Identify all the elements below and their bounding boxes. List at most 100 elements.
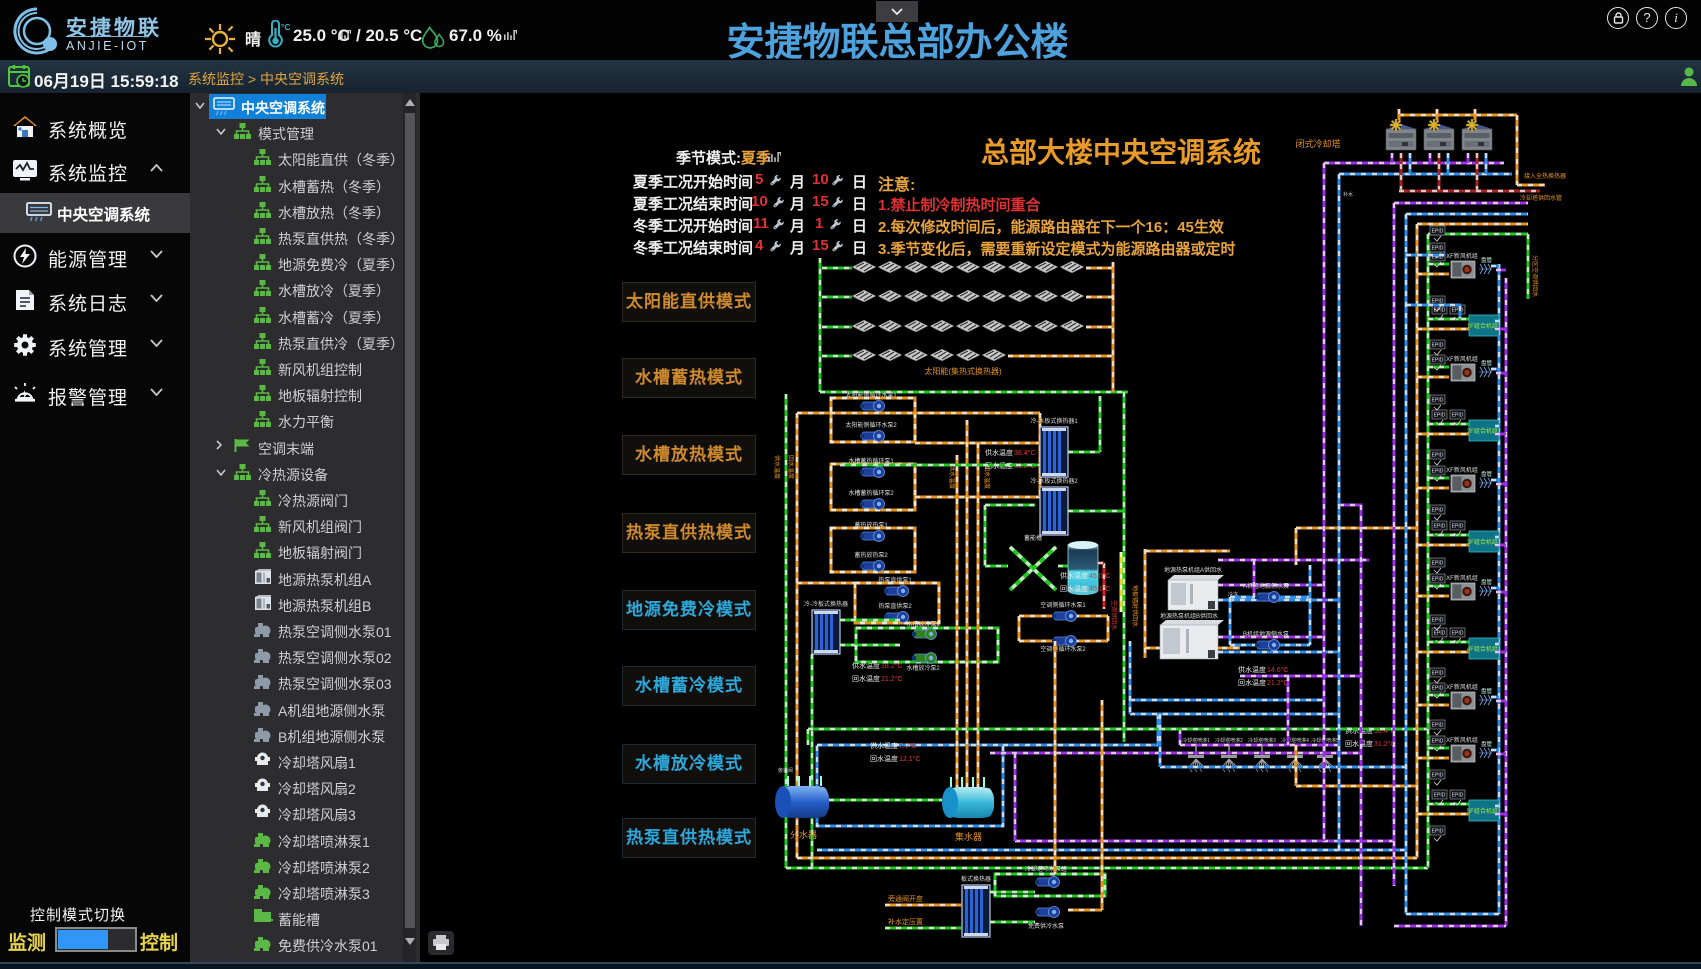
svg-text:12.1°C: 12.1°C <box>899 755 920 763</box>
svg-text:回水温度: 回水温度 <box>787 455 795 479</box>
svg-text:31.2°C: 31.2°C <box>1374 740 1395 748</box>
svg-text:供水温度: 供水温度 <box>870 741 898 750</box>
svg-text:A机组地源侧水泵: A机组地源侧水泵 <box>1243 582 1289 590</box>
svg-text:EPID: EPID <box>1432 398 1444 404</box>
svg-text:EPID: EPID <box>1432 671 1444 677</box>
svg-text:21.2°C: 21.2°C <box>881 675 902 683</box>
svg-text:B机组地源侧水泵: B机组地源侧水泵 <box>1243 630 1289 638</box>
svg-text:EPID: EPID <box>1452 413 1464 419</box>
svg-text:分区空调供回水: 分区空调供回水 <box>1531 255 1539 297</box>
svg-text:蓄热放热泵1: 蓄热放热泵1 <box>854 521 888 529</box>
svg-text:EPID: EPID <box>1432 739 1444 745</box>
svg-text:36.4°C: 36.4°C <box>1374 727 1395 735</box>
svg-text:XF新风机组: XF新风机组 <box>1446 252 1478 260</box>
svg-text:21.2°C: 21.2°C <box>1267 679 1288 687</box>
svg-text:EPID: EPID <box>1452 631 1464 637</box>
svg-text:接入全热换热器: 接入全热换热器 <box>1524 172 1566 180</box>
svg-text:蓄热放热泵2: 蓄热放热泵2 <box>854 551 888 559</box>
svg-text:EPID: EPID <box>1432 469 1444 475</box>
svg-text:°C: °C <box>281 22 290 32</box>
svg-text:冷-水板式换热器1: 冷-水板式换热器1 <box>1030 417 1078 425</box>
svg-text:水槽放冷泵2: 水槽放冷泵2 <box>906 664 940 672</box>
svg-text:EPID: EPID <box>1432 453 1444 459</box>
svg-text:回水温度: 回水温度 <box>1060 584 1088 593</box>
svg-text:EPID: EPID <box>1452 524 1464 530</box>
svg-text:EPID: EPID <box>1432 723 1444 729</box>
svg-text:EPID: EPID <box>1434 413 1446 419</box>
svg-text:旁通阀开度: 旁通阀开度 <box>888 894 923 903</box>
svg-text:EPID: EPID <box>1452 793 1464 799</box>
svg-text:14.6°C: 14.6°C <box>1267 666 1288 674</box>
svg-text:EPID: EPID <box>1432 508 1444 514</box>
svg-text:旁通阀: 旁通阀 <box>778 767 793 774</box>
svg-text:5F组合机组1: 5F组合机组1 <box>1467 807 1502 815</box>
svg-text:闭式冷却塔: 闭式冷却塔 <box>1295 138 1340 149</box>
svg-text:盘管: 盘管 <box>1481 687 1493 695</box>
svg-text:EPID: EPID <box>1452 308 1464 314</box>
svg-text:45.0°C: 45.0°C <box>1089 572 1110 580</box>
svg-text:EPID: EPID <box>1432 829 1444 835</box>
svg-text:40.1°C: 40.1°C <box>1089 585 1110 593</box>
svg-text:水槽蓄热循环泵2: 水槽蓄热循环泵2 <box>848 489 894 497</box>
svg-text:供水温度: 供水温度 <box>985 448 1013 457</box>
svg-text:供水温度: 供水温度 <box>1060 571 1088 580</box>
svg-text:回水温度: 回水温度 <box>852 674 880 683</box>
svg-text:XF新风机组: XF新风机组 <box>1446 355 1478 363</box>
svg-text:热泵直供泵2: 热泵直供泵2 <box>878 602 912 610</box>
svg-text:空调侧循环水泵2: 空调侧循环水泵2 <box>1040 645 1086 653</box>
svg-text:EPID: EPID <box>1432 618 1444 624</box>
svg-text:地源热泵机组B供回水: 地源热泵机组B供回水 <box>1160 612 1218 620</box>
svg-text:EPID: EPID <box>1432 773 1444 779</box>
svg-text:回水温度: 回水温度 <box>1345 739 1373 748</box>
svg-text:盘管: 盘管 <box>1481 578 1493 586</box>
svg-text:冷却塔喷淋1: 冷却塔喷淋1 <box>1182 737 1210 744</box>
svg-text:2F组合机组1: 2F组合机组1 <box>1467 427 1502 435</box>
svg-text:板式换热器: 板式换热器 <box>961 875 991 883</box>
svg-text:4F组合机组1: 4F组合机组1 <box>1467 645 1502 653</box>
svg-text:EPID: EPID <box>1432 299 1444 305</box>
svg-text:3F组合机组1: 3F组合机组1 <box>1467 538 1502 546</box>
svg-text:水槽放冷泵1: 水槽放冷泵1 <box>906 620 940 628</box>
svg-text:冷却塔喷淋4: 冷却塔喷淋4 <box>1281 737 1309 744</box>
svg-text:地板辐射供回水: 地板辐射供回水 <box>1131 585 1139 627</box>
svg-text:供水温度: 供水温度 <box>773 455 781 479</box>
svg-text:EPID: EPID <box>1432 561 1444 567</box>
svg-text:冷-水板式换热器2: 冷-水板式换热器2 <box>1030 477 1078 485</box>
svg-text:盘管: 盘管 <box>1481 359 1493 367</box>
svg-text:EPID: EPID <box>1432 229 1444 235</box>
svg-text:18.2°C: 18.2°C <box>881 662 902 670</box>
svg-text:EPID: EPID <box>1432 686 1444 692</box>
svg-text:XF新风机组: XF新风机组 <box>1446 736 1478 744</box>
svg-text:太阳能侧循环水泵1: 太阳能侧循环水泵1 <box>845 391 897 399</box>
svg-text:盘管: 盘管 <box>1481 740 1493 748</box>
svg-text:EPID: EPID <box>1432 577 1444 583</box>
svg-text:补水: 补水 <box>1343 191 1353 198</box>
svg-text:空调侧循环水泵1: 空调侧循环水泵1 <box>1040 601 1086 609</box>
svg-text:空调供回水: 空调供回水 <box>1110 600 1118 630</box>
svg-text:免费供冷水泵: 免费供冷水泵 <box>1028 922 1064 930</box>
svg-text:地源热泵机组A供回水: 地源热泵机组A供回水 <box>1164 566 1222 574</box>
svg-text:冷却塔喷淋3: 冷却塔喷淋3 <box>1248 737 1276 744</box>
svg-text:冷却塔供回水管: 冷却塔供回水管 <box>1520 194 1562 202</box>
svg-text:水槽蓄热循环泵1: 水槽蓄热循环泵1 <box>848 457 894 465</box>
svg-text:回水温度: 回水温度 <box>1238 678 1266 687</box>
svg-text:冷-冷板式换热器: 冷-冷板式换热器 <box>804 600 848 608</box>
svg-text:太阳能侧循环水泵2: 太阳能侧循环水泵2 <box>845 421 897 429</box>
svg-text:XF新风机组: XF新风机组 <box>1446 574 1478 582</box>
svg-text:盘管: 盘管 <box>1481 470 1493 478</box>
svg-text:XF新风机组: XF新风机组 <box>1446 466 1478 474</box>
svg-text:供水温度: 供水温度 <box>852 661 880 670</box>
svg-text:盘管: 盘管 <box>1481 256 1493 264</box>
svg-text:EPID: EPID <box>1432 246 1444 252</box>
svg-text:补水定压置: 补水定压置 <box>888 917 923 926</box>
svg-text:蓄能槽: 蓄能槽 <box>1024 534 1042 542</box>
svg-text:EPID: EPID <box>1434 524 1446 530</box>
svg-text:XF新风机组: XF新风机组 <box>1446 683 1478 691</box>
svg-text:冷却塔喷淋泵组: 冷却塔喷淋泵组 <box>1025 865 1067 873</box>
svg-text:供水温度: 供水温度 <box>1238 665 1266 674</box>
svg-text:冷冻: 冷冻 <box>1228 591 1238 598</box>
svg-text:太阳能(集热式换热器): 太阳能(集热式换热器) <box>924 366 1002 376</box>
svg-text:36.4°C: 36.4°C <box>1014 449 1035 457</box>
svg-text:1F组合机组1: 1F组合机组1 <box>1467 322 1502 330</box>
svg-text:分水器: 分水器 <box>790 829 817 840</box>
